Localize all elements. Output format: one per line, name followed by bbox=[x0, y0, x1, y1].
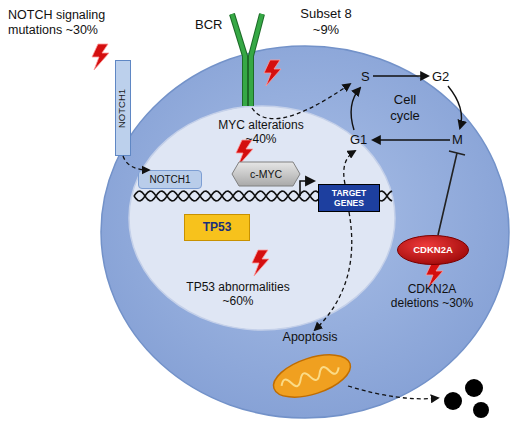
annotation-label: S bbox=[361, 69, 381, 85]
cycle-arrow bbox=[373, 139, 450, 140]
apoptotic-body bbox=[444, 392, 462, 410]
inhibition-line bbox=[438, 151, 465, 235]
signal-arrow bbox=[344, 151, 355, 184]
node-text: c-MYC bbox=[250, 168, 282, 180]
ellipse-outline bbox=[398, 236, 469, 265]
signal-arrow bbox=[252, 84, 350, 119]
annotation-label: M bbox=[452, 132, 472, 148]
dashed-connector bbox=[123, 156, 149, 170]
mitochondrion-drawing bbox=[268, 347, 355, 406]
node-text: NOTCH1 bbox=[118, 88, 129, 127]
transcription-arrow bbox=[300, 181, 314, 196]
gene-box: TARGET GENES bbox=[318, 184, 380, 212]
annotation-label: MYC alterations ~40% bbox=[205, 118, 317, 147]
node-text: TP53 bbox=[203, 221, 232, 235]
cycle-arrow bbox=[351, 88, 360, 130]
annotation-label: NOTCH signaling mutations ~30% bbox=[8, 8, 118, 38]
annotation-label: G1 bbox=[350, 132, 374, 148]
annotation-label: BCR bbox=[195, 17, 235, 33]
receptor-bar: NOTCH1 bbox=[115, 60, 131, 156]
annotation-label: Cell cycle bbox=[382, 92, 428, 123]
annotation-label: G2 bbox=[432, 69, 456, 85]
node-text: TARGET GENES bbox=[319, 188, 379, 208]
annotation-label: TP53 abnormalities ~60% bbox=[178, 280, 298, 309]
dashed-connector bbox=[315, 212, 352, 330]
protein-box: NOTCH1 bbox=[138, 170, 202, 189]
hexagon-outline bbox=[232, 162, 300, 186]
node-text: NOTCH1 bbox=[149, 174, 190, 186]
annotation-label: CDKN2A deletions ~30% bbox=[384, 282, 480, 311]
cycle-arrow bbox=[373, 75, 428, 76]
protein-hexagon: c-MYC bbox=[232, 162, 300, 186]
protein-ellipse: CDKN2A bbox=[397, 235, 469, 265]
signal-arrow bbox=[348, 386, 438, 399]
mitochondrion: Apoptosis bbox=[262, 330, 358, 400]
mitochondrion-cristae bbox=[280, 363, 340, 391]
bcr-receptor bbox=[232, 14, 262, 106]
node-text: CDKN2A bbox=[413, 245, 453, 256]
apoptotic-body bbox=[465, 379, 483, 397]
lightning-bolt bbox=[252, 250, 269, 276]
cycle-arrow bbox=[448, 86, 462, 128]
nucleus bbox=[129, 106, 395, 330]
protein-box: TP53 bbox=[184, 214, 250, 241]
cell-body bbox=[101, 46, 509, 418]
node-text: Apoptosis bbox=[283, 330, 338, 344]
mitochondrion-membrane bbox=[268, 347, 355, 406]
lightning-bolt bbox=[264, 60, 281, 86]
annotation-label: Subset 8 ~9% bbox=[296, 6, 356, 37]
lightning-bolt bbox=[92, 44, 109, 70]
apoptotic-body bbox=[473, 402, 489, 418]
